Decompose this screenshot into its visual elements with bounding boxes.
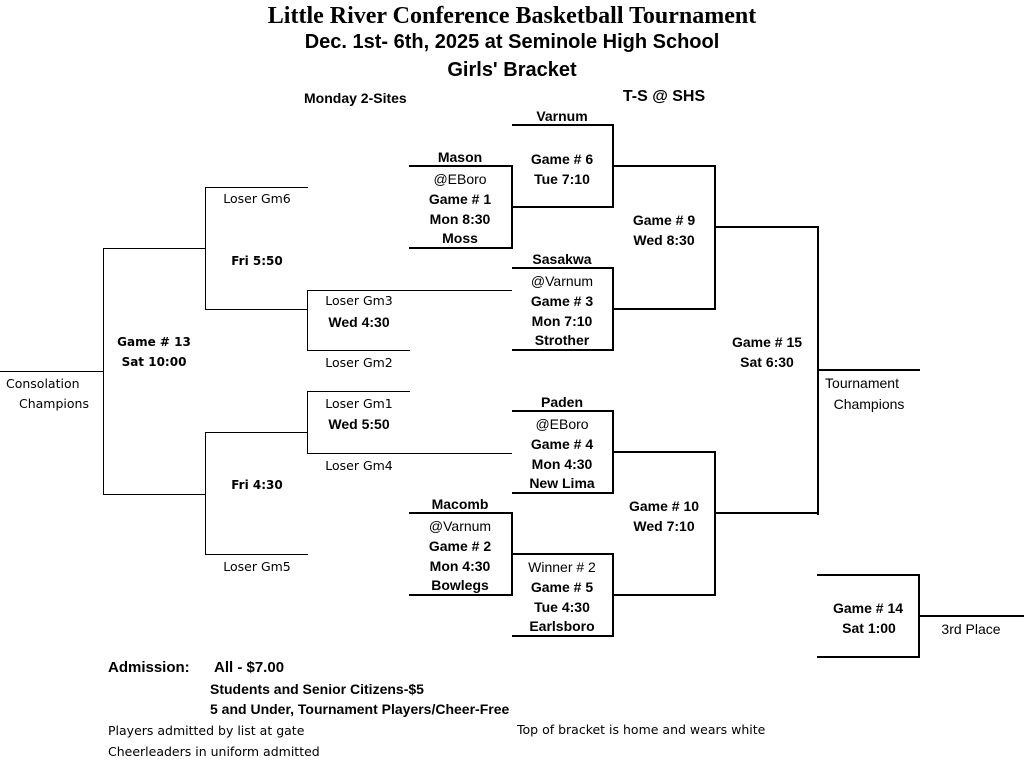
fri-430: Fri 4:30 — [231, 478, 283, 492]
game6-label: Game # 6 — [530, 151, 594, 167]
game3-team-top: Sasakwa — [532, 251, 592, 267]
game3-site: @Varnum — [530, 273, 594, 289]
game1-label: Game # 1 — [428, 191, 492, 207]
game9-time: Wed 8:30 — [633, 232, 695, 248]
tournament-champions-line2: Champions — [833, 396, 905, 412]
players-note: Players admitted by list at gate — [108, 723, 305, 738]
game4-team-bottom: New Lima — [529, 475, 595, 491]
game14-label: Game # 14 — [832, 600, 904, 616]
game2-label: Game # 2 — [428, 538, 492, 554]
game2-time: Mon 4:30 — [429, 558, 491, 574]
game3-team-bottom: Strother — [534, 332, 590, 348]
bracket-name: Girls' Bracket — [447, 59, 577, 81]
game10-label: Game # 10 — [628, 498, 700, 514]
game4-time: Mon 4:30 — [531, 456, 593, 472]
game9-label: Game # 9 — [632, 212, 696, 228]
game6-team-top: Varnum — [536, 108, 588, 124]
loser-gm6: Loser Gm6 — [223, 191, 291, 206]
game2-team-top: Macomb — [431, 496, 489, 512]
game13-time: Sat 10:00 — [121, 355, 187, 369]
admission-all: All - $7.00 — [214, 659, 285, 676]
game4-label: Game # 4 — [530, 436, 594, 452]
game3-label: Game # 3 — [530, 293, 594, 309]
tournament-champions-line1: Tournament — [825, 375, 899, 391]
game5-team-bottom: Earlsboro — [529, 618, 595, 634]
admission-students: Students and Senior Citizens-$5 — [210, 681, 424, 697]
game14-time: Sat 1:00 — [842, 620, 896, 636]
game13-label: Game # 13 — [117, 335, 191, 349]
game10-time: Wed 7:10 — [633, 518, 695, 534]
game4-site: @EBoro — [535, 416, 589, 432]
wed-430: Wed 4:30 — [328, 314, 390, 330]
game6-time: Tue 7:10 — [534, 171, 590, 187]
game1-team-bottom: Moss — [442, 230, 478, 246]
loser-gm2: Loser Gm2 — [325, 355, 393, 370]
game15-label: Game # 15 — [731, 334, 803, 350]
game15-time: Sat 6:30 — [740, 354, 794, 370]
consolation-champions-line1: Consolation — [6, 376, 80, 391]
page-title: Little River Conference Basketball Tourn… — [267, 3, 757, 29]
wed-550: Wed 5:50 — [328, 416, 390, 432]
loser-gm3: Loser Gm3 — [325, 293, 393, 308]
game1-time: Mon 8:30 — [429, 211, 491, 227]
loser-gm4: Loser Gm4 — [325, 458, 393, 473]
game2-site: @Varnum — [428, 518, 492, 534]
game1-team-top: Mason — [437, 149, 483, 165]
game5-team-top: Winner # 2 — [528, 559, 596, 575]
admission-label: Admission: — [108, 659, 190, 676]
loser-gm5: Loser Gm5 — [223, 559, 291, 574]
game3-time: Mon 7:10 — [531, 313, 593, 329]
third-place-label: 3rd Place — [941, 621, 1001, 637]
cheerleaders-note: Cheerleaders in uniform admitted — [108, 744, 320, 759]
fri-550: Fri 5:50 — [231, 254, 283, 268]
consolation-champions-line2: Champions — [19, 396, 89, 411]
game5-label: Game # 5 — [530, 579, 594, 595]
game1-site: @EBoro — [433, 171, 487, 187]
event-dates: Dec. 1st- 6th, 2025 at Seminole High Sch… — [304, 31, 720, 53]
game2-team-bottom: Bowlegs — [431, 577, 489, 593]
admission-under5: 5 and Under, Tournament Players/Cheer-Fr… — [210, 701, 510, 717]
ts-note: T-S @ SHS — [622, 88, 706, 105]
game4-team-top: Paden — [540, 394, 584, 410]
home-note: Top of bracket is home and wears white — [517, 722, 766, 737]
game5-time: Tue 4:30 — [534, 599, 590, 615]
monday-note: Monday 2-Sites — [304, 90, 407, 106]
loser-gm1: Loser Gm1 — [325, 396, 393, 411]
